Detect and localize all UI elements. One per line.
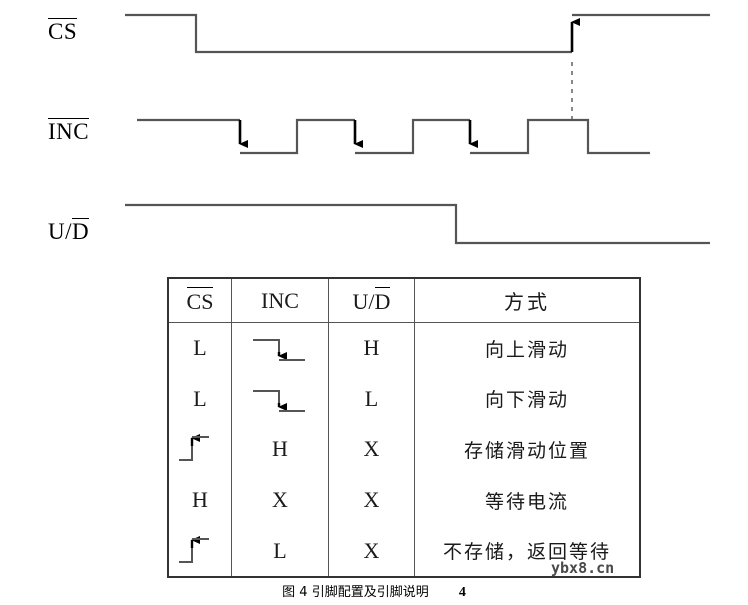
signal-label-ud-prefix: U/ <box>48 219 72 244</box>
table-row: H X 存储滑动位置 <box>169 424 639 475</box>
cell-inc-value: H <box>272 436 288 462</box>
cell-cs <box>169 424 232 475</box>
cell-cs-value: L <box>193 335 207 361</box>
cell-ud: L <box>328 373 415 425</box>
signal-label-inc: INC <box>48 118 90 144</box>
cell-mode: 存储滑动位置 <box>414 424 639 475</box>
cell-ud: H <box>328 322 415 374</box>
cell-inc: H <box>231 424 329 475</box>
cell-mode: 向上滑动 <box>414 322 639 374</box>
cell-inc-value: X <box>272 487 288 513</box>
table-header-ud: U/D <box>328 279 415 323</box>
waveform-cs <box>125 13 710 54</box>
cell-ud: X <box>328 525 415 576</box>
watermark: ybx8.cn <box>551 559 615 577</box>
signal-label-cs-text: CS <box>48 18 78 44</box>
table-header-mode-label: 方式 <box>504 290 550 314</box>
falling-edge-icon <box>253 339 305 362</box>
table-header-mode: 方式 <box>414 279 639 323</box>
table-header-cs-label: CS <box>186 286 214 314</box>
cell-mode: 等待电流 <box>414 474 639 526</box>
table-row: L L 向下滑动 <box>169 373 639 425</box>
table-header-ud-prefix: U/ <box>352 288 375 314</box>
table-header-cs: CS <box>169 279 232 323</box>
cell-ud-value: X <box>363 436 380 462</box>
table-header-row: CS INC U/D 方式 <box>169 279 639 323</box>
cell-mode-value: 等待电流 <box>484 490 569 513</box>
cell-ud-value: X <box>363 537 380 563</box>
cell-cs-value: H <box>192 487 208 513</box>
table-row: H X X 等待电流 <box>169 474 639 526</box>
cell-inc-value: L <box>273 537 287 563</box>
cell-mode: 不存储，返回等待 <box>414 525 639 576</box>
page-number: 4 <box>458 585 466 600</box>
table-row: L H 向上滑动 <box>169 322 639 374</box>
table-header-inc-label: INC <box>261 287 299 313</box>
cell-cs <box>169 525 232 576</box>
cell-cs-value: L <box>193 385 207 411</box>
cell-ud: X <box>328 424 415 475</box>
falling-edge-icon <box>253 389 305 412</box>
signal-label-ud-bar: D <box>72 218 90 244</box>
cell-cs: H <box>169 474 232 526</box>
rising-edge-icon <box>179 535 209 563</box>
table-header-inc: INC <box>231 279 329 323</box>
signal-label-inc-text: INC <box>48 118 90 144</box>
cell-ud-value: H <box>363 335 380 361</box>
waveform-diagram: CS INC U/D <box>0 0 748 265</box>
signal-label-ud: U/D <box>48 218 90 244</box>
waveform-ud <box>125 203 710 245</box>
cell-inc: L <box>231 525 329 576</box>
signal-label-cs: CS <box>48 18 78 44</box>
cell-mode-value: 向上滑动 <box>484 338 569 361</box>
cell-cs: L <box>169 373 232 425</box>
cell-mode: 向下滑动 <box>414 373 639 425</box>
waveform-inc <box>137 118 650 155</box>
table-header-ud-bar: D <box>374 286 391 314</box>
truth-table: CS INC U/D 方式 L <box>167 277 641 578</box>
cell-cs: L <box>169 322 232 374</box>
rising-edge-icon <box>179 434 209 462</box>
cell-mode-value: 不存储，返回等待 <box>442 541 611 564</box>
cell-mode-value: 向下滑动 <box>484 389 569 412</box>
cell-ud-value: X <box>363 487 380 513</box>
waveform-svg <box>125 13 710 245</box>
figure-caption: 图 4 引脚配置及引脚说明 4 <box>0 581 748 601</box>
figure-caption-text: 图 4 引脚配置及引脚说明 <box>282 585 429 600</box>
cell-ud: X <box>328 474 415 526</box>
cell-inc <box>231 373 329 425</box>
cell-inc: X <box>231 474 329 526</box>
table-row: L X 不存储，返回等待 <box>169 525 639 576</box>
cell-ud-value: L <box>364 385 379 411</box>
cell-mode-value: 存储滑动位置 <box>463 439 590 462</box>
cell-inc <box>231 322 329 374</box>
